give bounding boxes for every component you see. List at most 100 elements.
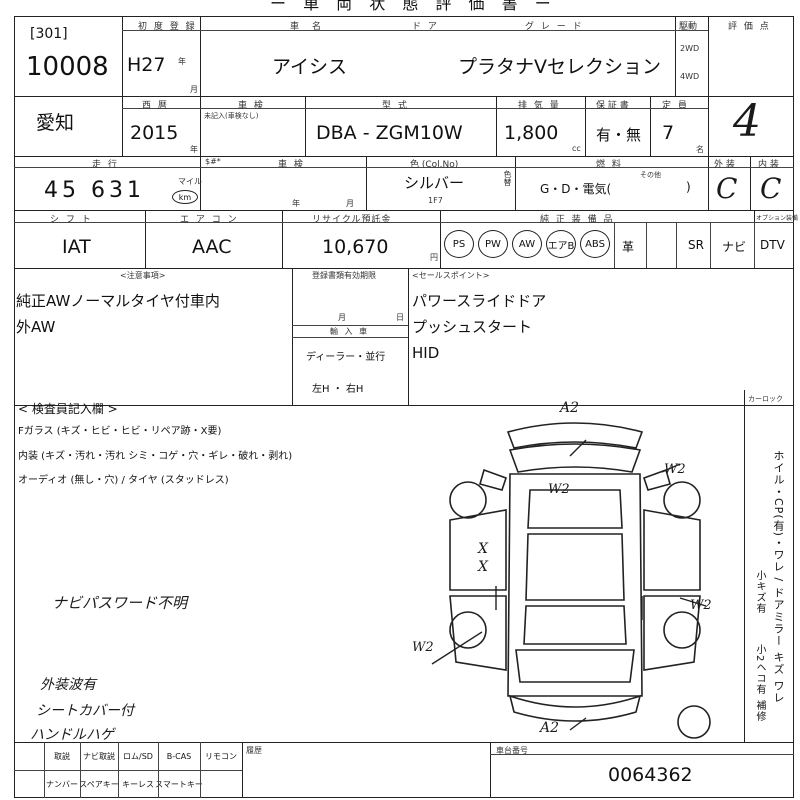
footer-cell-0: 取説 (54, 751, 70, 761)
aircon-label: エ ア コ ン (180, 215, 239, 225)
recycle-label: リサイクル預託金 (312, 215, 392, 225)
inspection-date-label: 車 検 (278, 160, 305, 170)
first-reg-label: 初 度 登 録 (138, 22, 197, 32)
ext-note-1: 外装波有 (40, 677, 96, 693)
equipment-circle-1: PW (478, 230, 508, 258)
displacement-value: 1,800 (504, 122, 559, 144)
interior-value: C (760, 172, 782, 205)
footer-cell-5: ナンバー (46, 779, 78, 789)
score-label: 評 価 点 (728, 22, 771, 32)
sales-points-label: <セールスポイント> (412, 271, 490, 280)
lot-bracket: [301] (30, 26, 68, 42)
footer-cell-2: ロム/SD (123, 751, 153, 761)
footer-cell-1: ナビ取説 (83, 751, 115, 761)
recycle-value: 10,670 (322, 236, 389, 258)
inspector-line-3: オーディオ (無し・穴) / タイヤ (スタッドレス) (18, 475, 229, 486)
diagram-right-front-door (643, 509, 701, 591)
equipment-plain-3: DTV (760, 238, 785, 252)
seats-label: 定 員 (662, 101, 689, 111)
drive-label: 駆動 (679, 22, 698, 32)
footer-cell-8: スマートキー (155, 779, 203, 789)
western-year-label: 西 暦 (142, 101, 169, 111)
interior-label: 内 装 (758, 160, 779, 170)
nav-note: ナビパスワード不明 (52, 594, 188, 612)
diagram-rear-bumper (508, 694, 642, 722)
mark-w2-d: W2 (412, 640, 434, 655)
diagram-rear (515, 649, 635, 683)
vin-value: 0064362 (608, 764, 693, 786)
exterior-value: C (716, 172, 738, 205)
side-small-2: 小2ヘコ有 (754, 644, 765, 696)
ext-note-2: シートカバー付 (36, 703, 134, 719)
first-reg-value: H27 (127, 54, 166, 76)
side-vertical-notes: ホイル・CP(有)・ワレ / ドアミラー キズ ワレ (772, 450, 785, 704)
mark-a2-bottom: A2 (540, 720, 560, 736)
car-name-label: 車 名 (290, 22, 324, 32)
sheet-title: ー 車 両 状 態 評 価 書 ー (270, 0, 557, 13)
inspector-line-1: Fガラス (キズ・ヒビ・ヒビ・リペア跡・X要) (18, 426, 222, 437)
diagram-left-front-door (449, 509, 507, 591)
side-small-3: 補修 (754, 700, 765, 722)
import-label: 輸 入 車 (330, 327, 370, 336)
aircon-value: AAC (192, 236, 232, 258)
notes-label: <注意事項> (120, 271, 166, 280)
fuel-value: G・D・電気( (540, 182, 612, 196)
sales-line-1: パワースライドドア (412, 292, 547, 310)
sales-line-2: プッシュスタート (412, 318, 533, 336)
history-label: 履歴 (246, 746, 262, 755)
diagram-hood (508, 443, 642, 473)
vin-label: 車台番号 (496, 746, 528, 755)
mark-w2-a: W2 (548, 482, 570, 497)
diagram-wheel-rr (663, 611, 701, 649)
import-dealer: ディーラー・並行 (306, 352, 386, 363)
lot-number: 10008 (26, 52, 109, 82)
equipment-circle-2: AW (512, 230, 542, 258)
western-year-value: 2015 (130, 122, 179, 144)
diagram-wheel-rl (449, 611, 487, 649)
diagram-right-rear-door (643, 595, 701, 671)
km-circle: km (172, 190, 198, 204)
footer-cell-3: B-CAS (166, 751, 192, 761)
door-label: ド ア (412, 22, 439, 32)
diagram-front-bumper (506, 422, 644, 449)
footer-cell-6: スペアキー (79, 779, 119, 789)
sales-line-3: HID (412, 344, 440, 362)
footer-cell-7: キーレス (122, 779, 154, 789)
import-side: 左H ・ 右H (312, 384, 364, 395)
shift-label: シ フ ト (50, 215, 93, 225)
mileage-value: 45 631 (44, 178, 145, 203)
equipment-plain-2: ナビ (722, 240, 747, 254)
diagram-left-rear-door (449, 595, 507, 671)
diagram-body (507, 473, 643, 697)
fuel-label: 燃 料 (596, 160, 623, 170)
region-value: 愛知 (36, 112, 75, 134)
reg-doc-label: 登録書類有効期限 (312, 271, 376, 280)
grade-label: グ レ ー ド (525, 22, 584, 32)
color-value: シルバー (404, 174, 465, 192)
optional-label: オプション装備 (756, 215, 799, 222)
notes-line-2: 外AW (16, 318, 56, 336)
outer-frame (14, 16, 794, 798)
vehicle-inspection-label: 車 検 (238, 101, 265, 111)
diagram-wheel-fl (449, 481, 487, 519)
inspection-note: 未記入(車検なし) (204, 112, 259, 120)
mark-w2-c: W2 (690, 598, 712, 613)
equipment-circle-0: PS (444, 230, 474, 258)
equipment-plain-0: 革 (622, 240, 635, 254)
car-name-value: アイシス (272, 56, 348, 78)
score-value: 4 (733, 96, 761, 147)
ext-note-3: ハンドルハゲ (30, 727, 114, 743)
equipment-circle-3: エアB (546, 230, 576, 258)
genuine-equipment-label: 純 正 装 備 品 (540, 215, 615, 225)
side-small-1: 小キズ有 (754, 570, 765, 614)
color-code: 1F7 (428, 196, 443, 205)
mark-a2-top: A2 (560, 400, 580, 416)
inspector-notes-label: < 検査員記入欄 > (18, 402, 118, 416)
exterior-label: 外 装 (714, 160, 735, 170)
seats-value: 7 (662, 122, 675, 144)
notes-line-1: 純正AWノーマルタイヤ付車内 (16, 292, 220, 310)
warranty-value: 有・無 (596, 126, 642, 144)
equipment-plain-1: SR (688, 238, 704, 252)
mark-xx: X X (478, 541, 488, 575)
